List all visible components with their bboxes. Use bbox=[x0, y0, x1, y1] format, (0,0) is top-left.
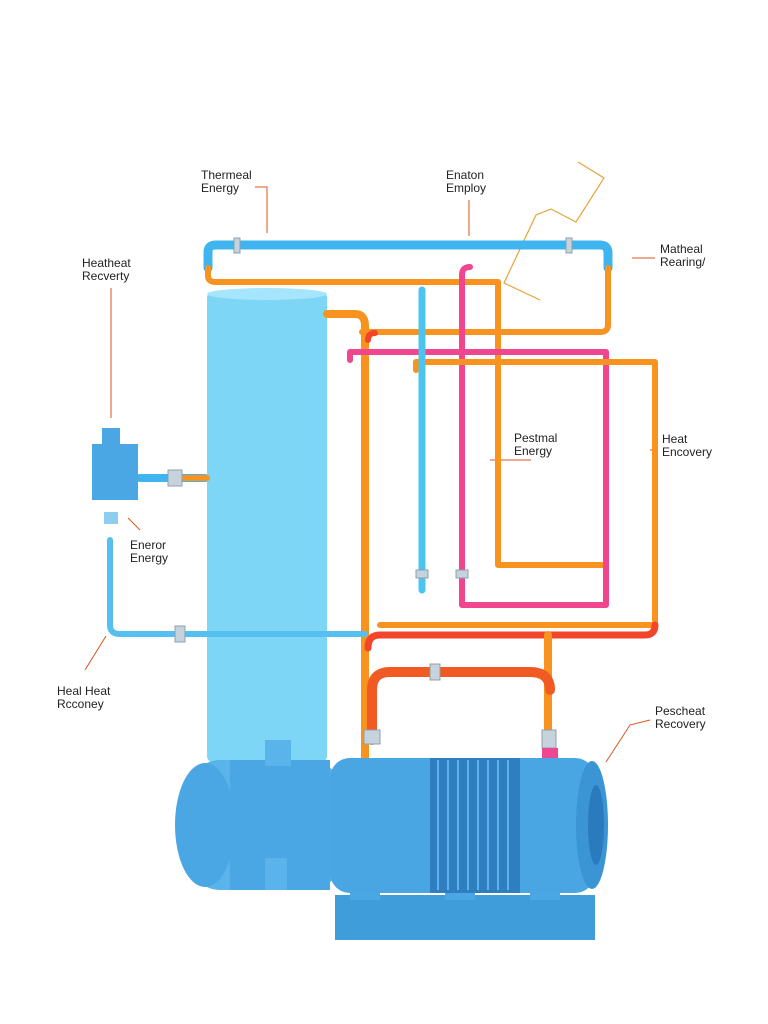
angled-bracket-line bbox=[503, 161, 605, 301]
pipes bbox=[107, 240, 659, 764]
valve-coupling bbox=[104, 512, 118, 524]
storage-tank bbox=[207, 292, 327, 762]
valve-box bbox=[92, 444, 138, 500]
tank-top bbox=[207, 288, 327, 300]
top-cold-pipe bbox=[203, 240, 613, 273]
valve-cap bbox=[102, 428, 120, 444]
pump-motor bbox=[175, 740, 608, 940]
pipe-fittings bbox=[167, 237, 573, 749]
